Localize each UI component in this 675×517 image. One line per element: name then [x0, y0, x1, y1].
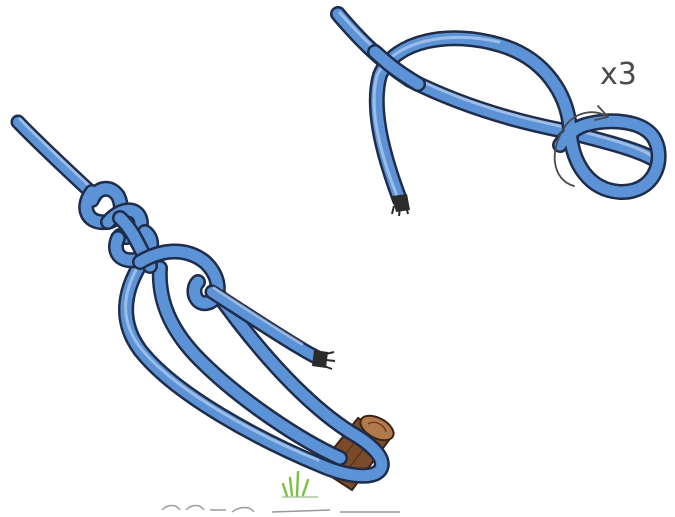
- finished-knot-diagram: [18, 119, 398, 497]
- rope-tail-tip: [312, 350, 335, 369]
- repeat-count-label: x3: [600, 57, 637, 92]
- rope-standing-line: [18, 119, 95, 196]
- rope-knot-wraps: [86, 189, 218, 303]
- rope-end-tip: [392, 194, 410, 216]
- grass: [282, 472, 318, 497]
- loop-step-diagram: x3: [338, 13, 659, 216]
- bottom-caption: [162, 506, 400, 513]
